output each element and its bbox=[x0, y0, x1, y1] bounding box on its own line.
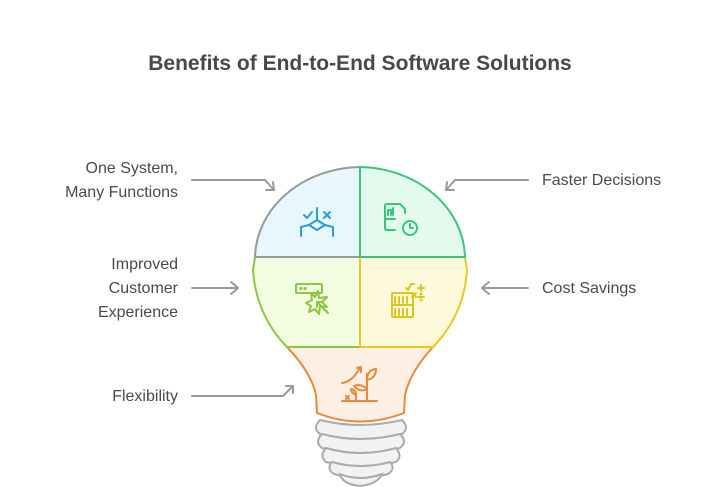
arrow-faster-decisions bbox=[445, 179, 529, 191]
report-clock-icon bbox=[384, 203, 418, 236]
label-line: Cost Savings bbox=[542, 280, 637, 297]
label-line: Faster Decisions bbox=[542, 172, 662, 189]
base-tip bbox=[338, 472, 384, 487]
label-line: Flexibility bbox=[112, 388, 178, 405]
diagram-title: Benefits of End-to-End Software Solution… bbox=[148, 52, 572, 75]
label-line: Customer bbox=[108, 280, 178, 297]
label-line: Experience bbox=[97, 304, 178, 321]
bulb-base bbox=[315, 418, 407, 487]
arrow-customer-experience bbox=[191, 281, 239, 295]
label-one-system: One System, Many Functions bbox=[65, 157, 178, 205]
segment-one-system bbox=[253, 165, 361, 258]
base-thread bbox=[328, 460, 394, 479]
base-thread bbox=[315, 418, 407, 440]
label-line: Improved bbox=[111, 256, 178, 273]
calculator-math-icon bbox=[391, 283, 425, 318]
arrow-one-system bbox=[191, 179, 275, 191]
base-thread bbox=[317, 432, 405, 454]
click-cursor-icon bbox=[295, 283, 329, 315]
label-cost-savings: Cost Savings bbox=[542, 277, 636, 301]
base-thread bbox=[321, 446, 401, 467]
label-faster-decisions: Faster Decisions bbox=[542, 169, 661, 193]
workflow-branch-icon bbox=[300, 207, 334, 237]
label-line: Many Functions bbox=[65, 184, 178, 201]
label-line: One System, bbox=[85, 160, 178, 177]
label-flexibility: Flexibility bbox=[112, 385, 178, 409]
label-customer-experience: Improved Customer Experience bbox=[98, 253, 178, 325]
arrow-flexibility bbox=[191, 385, 294, 397]
growth-plant-icon bbox=[341, 366, 378, 402]
arrow-cost-savings bbox=[481, 281, 529, 295]
segment-faster-decisions bbox=[359, 165, 467, 258]
